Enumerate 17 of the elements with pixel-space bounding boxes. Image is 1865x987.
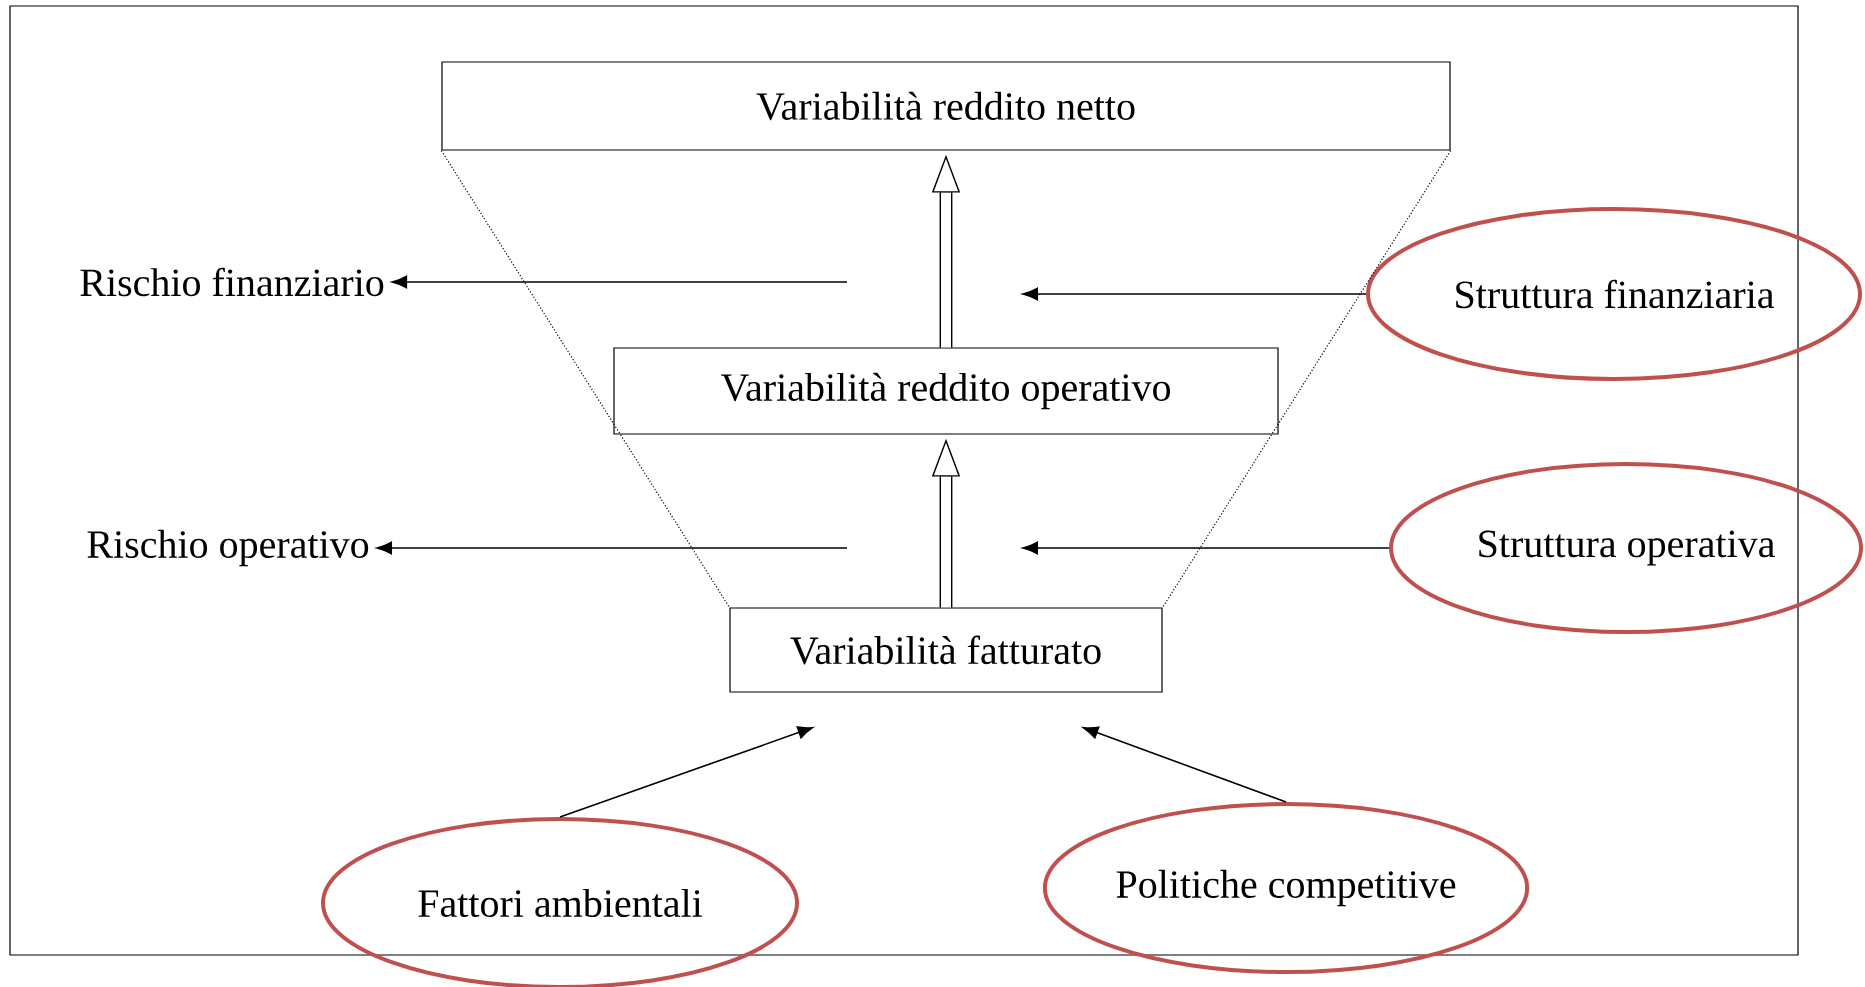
circled-text: Fattori ambientali — [321, 817, 799, 987]
arrow — [1022, 287, 1367, 301]
circled-text: Struttura operativa — [1389, 462, 1863, 634]
arrow — [391, 275, 848, 289]
arrow — [559, 726, 814, 818]
arrow — [376, 541, 848, 555]
funnel-line — [440, 150, 730, 608]
text-box: Variabilità fatturato — [729, 607, 1163, 693]
arrow — [1082, 726, 1287, 803]
funnel-line — [1162, 150, 1452, 608]
circled-text: Politiche competitive — [1042, 802, 1530, 974]
arrow — [1022, 541, 1390, 555]
circled-text: Struttura finanziaria — [1366, 207, 1862, 381]
label-text: Rischio finanziario — [80, 267, 384, 297]
text-box: Variabilità reddito operativo — [613, 347, 1279, 435]
text-box: Variabilità reddito netto — [441, 61, 1451, 151]
label-text: Rischio operativo — [87, 529, 369, 567]
